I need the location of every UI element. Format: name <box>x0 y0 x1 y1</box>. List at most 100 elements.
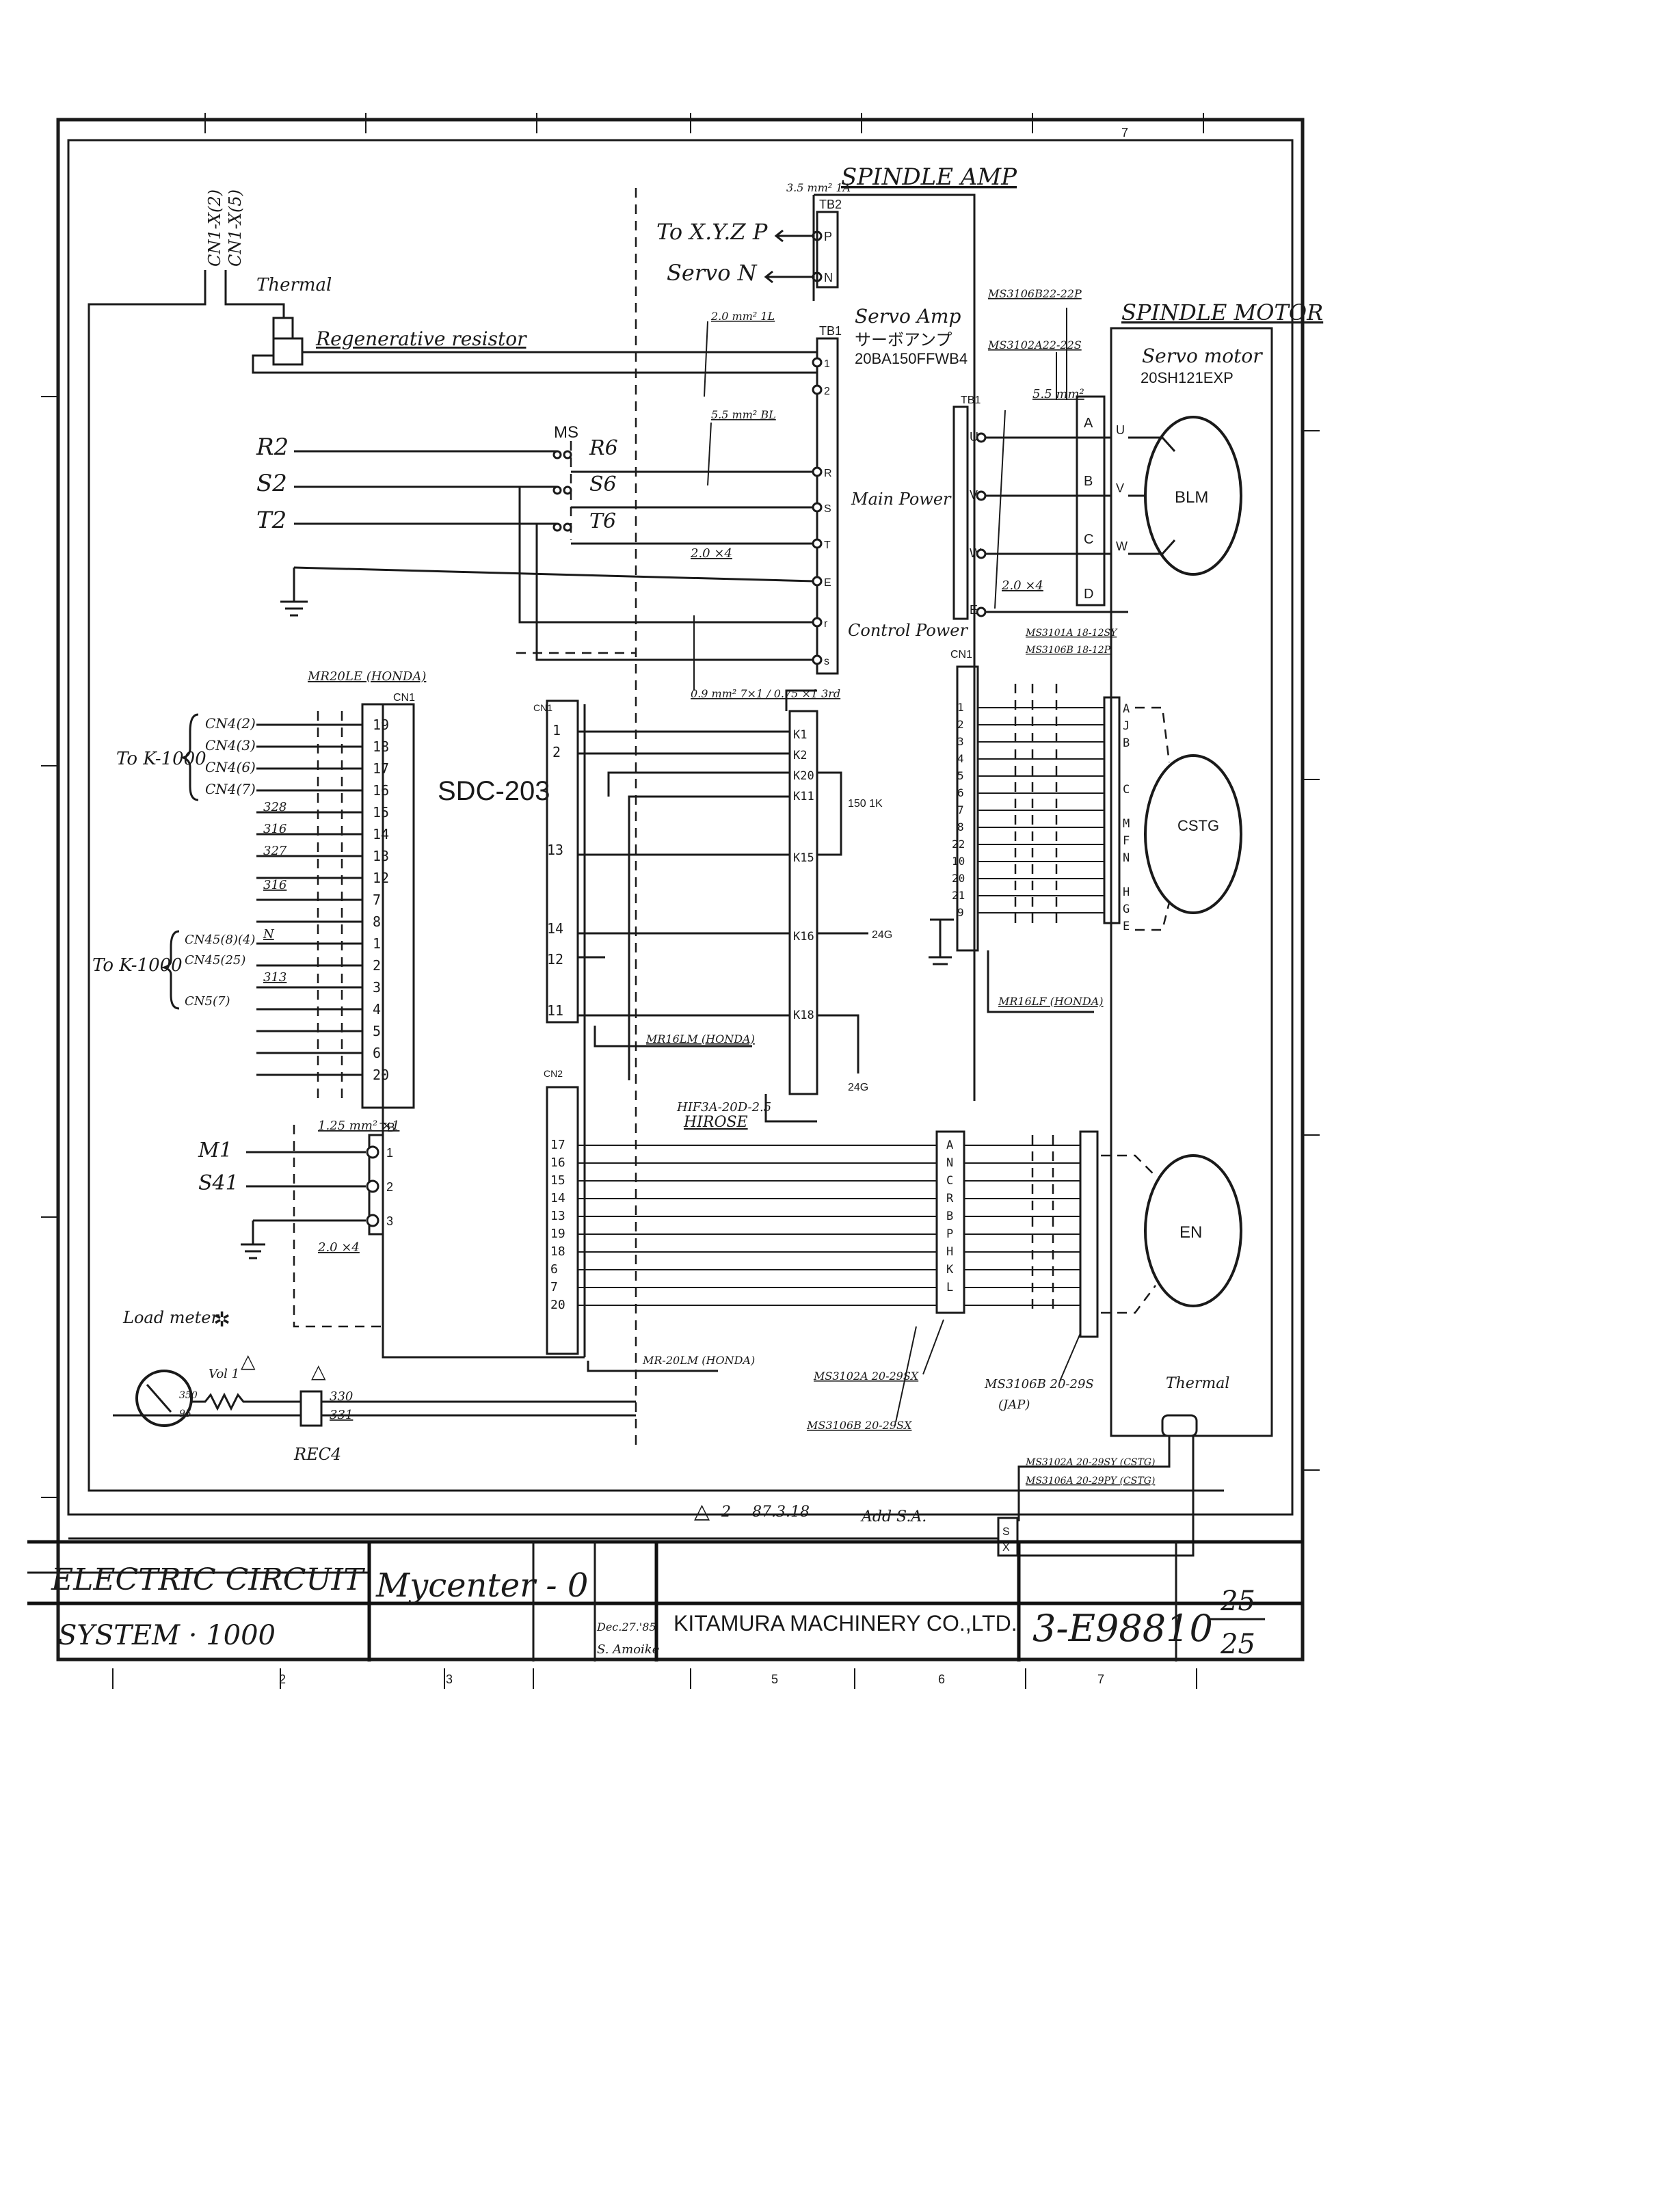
thermal-regen-section: CN1-X(2) CN1-X(5) Thermal Regenerative r… <box>88 189 1224 1492</box>
cn1-block-section: CN1 1 2 13 14 12 11 K1 K2 K20 K11 K15 K1… <box>533 689 892 1123</box>
encoder-symbol <box>1144 1154 1242 1307</box>
k1000b-sig-2: CN45(25) <box>185 953 245 968</box>
motor-term-w: W <box>1116 539 1128 553</box>
thermal-plug-2: MS3106A 20-29PY (CSTG) <box>1025 1476 1155 1486</box>
motor-term-u: U <box>1116 423 1125 437</box>
thermal-plug-1: MS3102A 20-29SY (CSTG) <box>1025 1457 1156 1468</box>
amp-term-e: E <box>970 603 978 617</box>
pin-b: B <box>1084 474 1093 489</box>
cstg-pin-1: 1 <box>957 701 964 714</box>
k-pin-20: K20 <box>793 769 814 783</box>
tb1-term-2: 2 <box>824 386 830 397</box>
sdc-cn1-label: CN1 <box>393 692 415 704</box>
enc-plug-a <box>935 1130 965 1314</box>
tb2-term-p: P <box>824 230 832 243</box>
k-pin-15: K15 <box>793 851 814 865</box>
out-t6: T6 <box>589 509 616 533</box>
tb8-label: TB <box>379 1121 395 1134</box>
blm-label: BLM <box>1175 488 1208 507</box>
wire-316b: 316 <box>263 878 286 892</box>
title-drawing-no: 3-E98810 <box>1032 1607 1213 1650</box>
ground-wire-label: 2.0 ×4 <box>1001 578 1043 593</box>
cstg-letter-b: B <box>1123 736 1130 750</box>
motor-term-v: V <box>1116 481 1124 495</box>
k-pin-2: K2 <box>793 749 807 762</box>
mr16lm-label: MR16LM (HONDA) <box>645 1032 755 1045</box>
servo-amp-jp: サーボアンプ <box>855 331 952 349</box>
wire-316a: 316 <box>263 822 286 836</box>
out-r6: R6 <box>589 436 618 460</box>
sdc-pin-1: 1 <box>373 935 381 952</box>
cstg-letter-c: C <box>1123 783 1130 797</box>
encoder-label: EN <box>1179 1223 1202 1242</box>
thermal-switch-symbol <box>272 317 294 340</box>
tb8-term-2: 2 <box>386 1180 393 1194</box>
wire-label-1: 2.0 mm² 1L <box>710 310 775 323</box>
to-k1000-a: To K-1000 <box>116 749 206 769</box>
pin-d: D <box>1084 587 1093 602</box>
tb8-sig-m1: M1 <box>198 1138 232 1162</box>
out-s6: S6 <box>589 472 617 496</box>
voltage-24g-2: 24G <box>848 1082 868 1093</box>
enc-pin-7: 7 <box>550 1280 558 1294</box>
grid-num-bot-3: 3 <box>446 1672 453 1686</box>
cstg-plug-1: MS3101A 18-12SY <box>1025 628 1118 639</box>
enc-plug-a-label: MS3102A 20-29SX <box>813 1370 919 1383</box>
resistor-label: 150 1K <box>848 798 883 810</box>
side-ticks <box>41 396 1320 1498</box>
wire-label-3: 2.0 ×4 <box>690 546 732 561</box>
cstg-letter-g: G <box>1123 903 1130 916</box>
cstg-pin-22: 22 <box>952 838 965 851</box>
cn1-pin-11: 11 <box>547 1002 563 1019</box>
main-power-label: Main Power <box>851 490 952 509</box>
sdc-pin-14: 14 <box>373 826 389 842</box>
title-line-1: ELECTRIC CIRCUIT <box>51 1562 366 1597</box>
enc-pin-20: 20 <box>550 1298 565 1312</box>
cstg-connector <box>956 665 979 952</box>
revision-date: 87.3.18 <box>752 1504 810 1521</box>
revision-mark: 2 <box>721 1504 731 1521</box>
cstg-cn1-label: CN1 <box>950 649 972 661</box>
enc-pin-17: 17 <box>550 1138 565 1152</box>
enc-letter-h: H <box>946 1245 953 1259</box>
sdc-pin-4: 4 <box>373 1001 381 1017</box>
thermal-bottom-label: Thermal <box>1166 1375 1229 1392</box>
line-r2: R2 <box>256 433 289 461</box>
tb8-term-3: 3 <box>386 1214 393 1228</box>
sdc-pin-2: 2 <box>373 957 381 974</box>
sx-x: X <box>1002 1542 1010 1553</box>
enc-bottom-connector: MR-20LM (HONDA) <box>642 1354 755 1367</box>
grid-num-top-7: 7 <box>1121 126 1128 139</box>
spindle-motor-section: SPINDLE MOTOR Servo motor 20SH121EXP BLM… <box>952 287 1323 1437</box>
cstg-pin-8: 8 <box>957 820 964 833</box>
cstg-pin-2: 2 <box>957 718 964 731</box>
pin-c: C <box>1084 532 1093 547</box>
cn1-pin-14: 14 <box>547 920 563 937</box>
wire-label-2: 5.5 mm² BL <box>711 408 776 421</box>
voltage-24g-1: 24G <box>872 929 892 941</box>
sdc-cn1-connector <box>361 703 415 1109</box>
title-sheet: 25 <box>1220 1586 1255 1617</box>
line-s2: S2 <box>256 470 287 497</box>
cstg-letter-h: H <box>1123 885 1130 899</box>
tb8-ground-wire: 2.0 ×4 <box>317 1240 360 1255</box>
k1000-sig-1: CN4(2) <box>205 715 256 732</box>
rec4-symbol <box>299 1390 323 1427</box>
svg-text:✲: ✲ <box>213 1309 230 1331</box>
sdc-section: MR20LE (HONDA) CN1 SDC-203 19 18 17 16 1… <box>92 669 586 1359</box>
enc-letter-b: B <box>946 1210 953 1223</box>
amp-term-v: V <box>970 488 978 502</box>
sdc-pin-18: 18 <box>373 738 389 755</box>
k-pin-18: K18 <box>793 1009 814 1022</box>
k-connector <box>788 710 818 1095</box>
enc-pin-6: 6 <box>550 1262 558 1277</box>
revision-note: △ 2 87.3.18 Add S.A. <box>694 1500 926 1525</box>
servo-motor-name: Servo motor <box>1142 345 1263 367</box>
tb1-term-s: S <box>824 503 831 515</box>
pin-a: A <box>1084 416 1093 431</box>
control-power-label: Control Power <box>848 621 969 640</box>
r2-label: 95 <box>179 1409 191 1419</box>
enc-letter-c: C <box>946 1174 953 1188</box>
cn1-pin-12: 12 <box>547 951 563 968</box>
